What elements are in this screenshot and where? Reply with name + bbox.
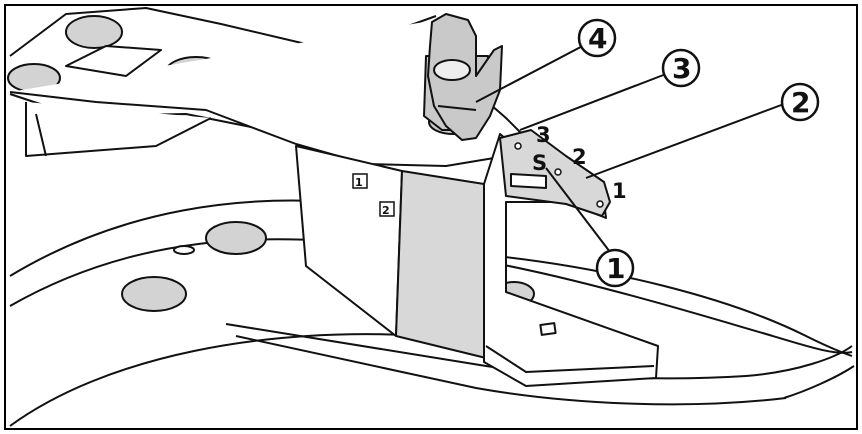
diagram-frame: 1 2 3 2 1 S 4 [4,4,858,430]
callout-3: 3 [661,48,701,88]
callout-lines [475,39,785,253]
svg-text:1: 1 [355,176,363,189]
svg-text:2: 2 [382,204,390,217]
shaft-housing [295,145,507,367]
callout-1: 1 [595,248,635,288]
spreader-adjustment-diagram: 1 2 3 2 1 S 4 [7,7,855,427]
scale-mark-s: S [532,151,547,175]
scale-notches [514,142,604,208]
callout-2: 2 [780,82,820,122]
callout-4: 4 [577,18,617,58]
wing-knob [423,13,503,141]
plate-icon-1: 1 [352,173,368,189]
svg-text:2: 2 [791,86,810,119]
scale-mark-2: 2 [572,145,587,169]
svg-text:3: 3 [672,52,691,85]
scale-mark-1: 1 [612,179,627,203]
plate-icon-2: 2 [379,201,395,217]
scale-mark-3: 3 [536,123,551,147]
svg-text:4: 4 [588,22,607,55]
svg-text:1: 1 [606,252,625,285]
background-machine-body [9,7,855,427]
